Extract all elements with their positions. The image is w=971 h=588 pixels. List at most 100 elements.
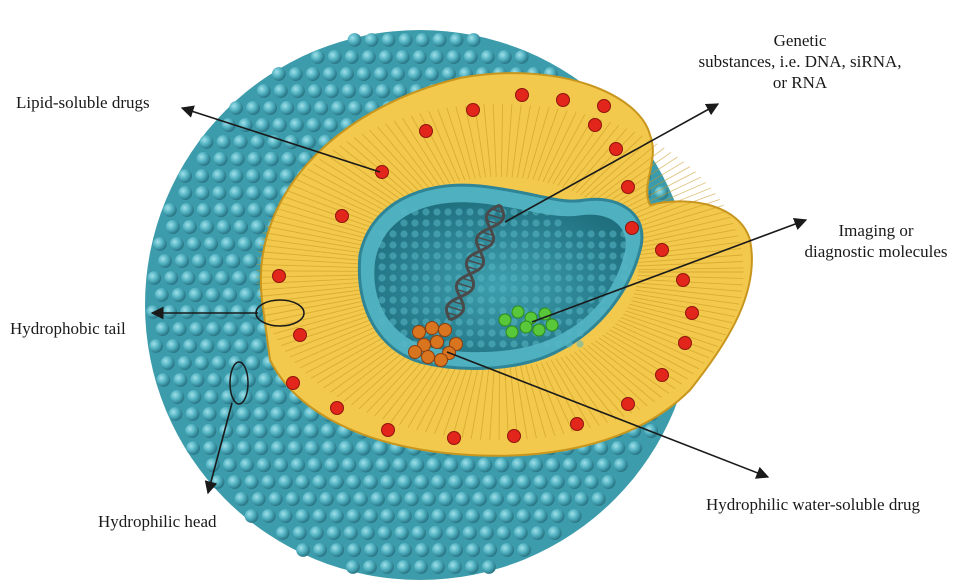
head-bead (223, 322, 238, 337)
inner-head-bead (565, 329, 572, 336)
imaging-molecule (512, 306, 524, 318)
inner-head-bead (400, 340, 407, 347)
head-bead (568, 509, 582, 523)
head-bead (228, 475, 242, 489)
head-bead (517, 509, 531, 523)
inner-head-bead (422, 307, 429, 314)
head-bead (396, 50, 410, 64)
inner-head-bead (598, 241, 605, 248)
head-bead (313, 509, 327, 523)
inner-head-bead (576, 285, 583, 292)
inner-head-bead (455, 318, 462, 325)
head-bead (153, 237, 167, 251)
inner-head-bead (532, 219, 539, 226)
imaging-line-1: Imaging or (786, 220, 966, 241)
head-bead (499, 475, 514, 490)
head-bead (357, 67, 371, 81)
head-bead (240, 458, 254, 472)
head-bead (190, 373, 204, 387)
inner-head-bead (389, 285, 396, 292)
head-bead (356, 440, 371, 455)
head-bead (431, 560, 445, 574)
inner-head-bead (378, 252, 385, 259)
head-bead (287, 424, 302, 439)
head-bead (433, 33, 447, 47)
inner-head-bead (466, 340, 473, 347)
head-bead (271, 441, 286, 456)
imaging-molecule (546, 319, 558, 331)
head-bead (287, 407, 302, 422)
head-bead (217, 339, 232, 354)
lipid-soluble-drug (287, 377, 300, 390)
head-bead (480, 526, 494, 540)
head-bead (197, 152, 211, 166)
label-hydrophobic-tail: Hydrophobic tail (10, 318, 126, 339)
lipid-soluble-drug (626, 222, 639, 235)
inner-head-bead (554, 263, 561, 270)
head-bead (183, 339, 197, 353)
inner-head-bead (422, 263, 429, 270)
head-bead (272, 67, 286, 81)
head-bead (323, 118, 338, 133)
head-bead (183, 220, 197, 234)
imaging-molecule (506, 326, 518, 338)
head-bead (580, 458, 594, 472)
head-bead (531, 526, 545, 540)
inner-head-bead (554, 208, 561, 215)
inner-head-bead (477, 318, 484, 325)
inner-head-bead (521, 274, 528, 281)
inner-head-bead (400, 230, 407, 237)
inner-head-bead (576, 230, 583, 237)
head-bead (187, 390, 201, 404)
inner-head-bead (543, 274, 550, 281)
inner-head-bead (477, 285, 484, 292)
lipid-soluble-drug (679, 337, 692, 350)
inner-head-bead (510, 274, 517, 281)
head-bead (189, 322, 203, 336)
inner-head-bead (488, 340, 495, 347)
inner-head-bead (389, 274, 396, 281)
head-bead (172, 288, 186, 302)
inner-head-bead (587, 263, 594, 270)
head-bead (341, 458, 356, 473)
inner-head-bead (598, 252, 605, 259)
inner-head-bead (422, 285, 429, 292)
inner-head-bead (488, 285, 495, 292)
inner-head-bead (422, 219, 429, 226)
head-bead (378, 526, 392, 540)
inner-head-bead (378, 241, 385, 248)
inner-head-bead (521, 219, 528, 226)
lipid-soluble-drug (557, 94, 570, 107)
head-bead (429, 526, 443, 540)
head-bead (431, 475, 446, 490)
head-bead (280, 101, 294, 115)
head-bead (295, 475, 309, 489)
inner-head-bead (466, 241, 473, 248)
inner-head-bead (444, 208, 451, 215)
inner-head-bead (554, 274, 561, 281)
head-bead (178, 356, 192, 370)
label-imaging-molecules: Imaging or diagnostic molecules (786, 220, 966, 262)
head-bead (392, 458, 407, 473)
inner-head-bead (400, 263, 407, 270)
head-bead (347, 543, 361, 557)
head-bead (170, 390, 184, 404)
inner-head-bead (488, 296, 495, 303)
head-bead (305, 441, 320, 456)
head-bead (379, 50, 393, 64)
inner-head-bead (576, 340, 583, 347)
head-bead (278, 475, 292, 489)
head-bead (185, 424, 199, 438)
inner-head-bead (466, 296, 473, 303)
inner-head-bead (455, 252, 462, 259)
inner-head-bead (499, 329, 506, 336)
inner-head-bead (433, 219, 440, 226)
head-bead (306, 67, 320, 81)
head-bead (397, 560, 411, 574)
head-bead (274, 84, 288, 98)
head-bead (550, 475, 564, 489)
inner-head-bead (609, 274, 616, 281)
inner-head-bead (565, 252, 572, 259)
head-bead (432, 543, 446, 557)
head-bead (446, 526, 460, 540)
